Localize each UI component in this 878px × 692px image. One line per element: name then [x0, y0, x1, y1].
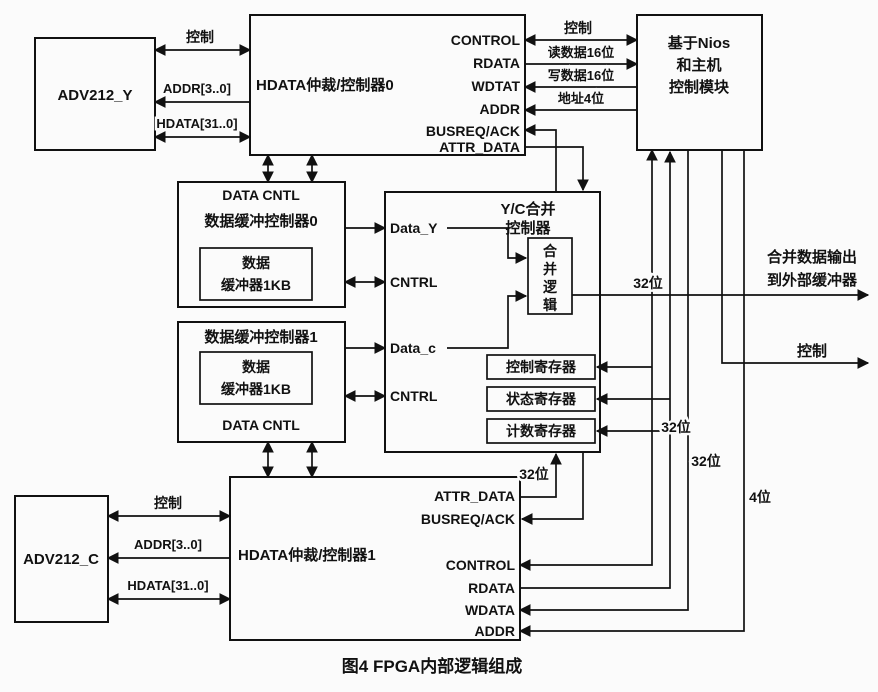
port1-rdata: RDATA — [468, 580, 515, 596]
port0-attrdata: ATTR_DATA — [439, 139, 520, 155]
label-control-output: 控制 — [797, 342, 827, 360]
buffer1-title: 数据缓冲控制器1 — [204, 328, 317, 346]
wire-busreq0 — [523, 124, 557, 192]
label-addr-c: ADDR[3..0] — [134, 537, 202, 552]
port1-wdata: WDATA — [465, 602, 515, 618]
controller1-title: HDATA仲裁/控制器1 — [238, 546, 376, 564]
label-read16: 读数据16位 — [548, 45, 614, 60]
merge-logic-char4: 辑 — [543, 297, 557, 313]
label-32bit-c: 32位 — [691, 453, 721, 469]
wire-attrdata0 — [525, 146, 589, 192]
wire-attrdata1 — [520, 452, 562, 498]
nios-title-line2: 和主机 — [676, 56, 721, 74]
buffer0-inner-line1: 数据 — [242, 255, 270, 271]
adv212-y-box — [34, 37, 156, 151]
port0-rdata: RDATA — [473, 55, 520, 71]
merge-logic-char1: 合 — [543, 243, 558, 259]
port1-addr: ADDR — [475, 623, 515, 639]
buffer1-inner-line1: 数据 — [242, 359, 270, 375]
merge-logic-char3: 逻 — [543, 279, 558, 295]
buffer1-data-cntl-label: DATA CNTL — [222, 417, 300, 433]
nios-title-line3: 控制模块 — [669, 78, 730, 96]
wire-data-y-internal — [447, 227, 528, 264]
label-control-y: 控制 — [186, 29, 214, 45]
port1-control: CONTROL — [446, 557, 516, 573]
figure-caption: 图4 FPGA内部逻辑组成 — [342, 656, 522, 676]
label-control-c: 控制 — [154, 495, 182, 511]
yc-port-cntrl-bottom: CNTRL — [390, 388, 438, 404]
label-control-nios: 控制 — [564, 20, 592, 36]
buffer0-title: 数据缓冲控制器0 — [204, 212, 317, 230]
label-write16: 写数据16位 — [548, 68, 614, 83]
data-buffer0-1kb-box — [199, 247, 313, 301]
port0-wdtat: WDTAT — [472, 78, 521, 94]
label-4bit: 4位 — [749, 489, 771, 505]
label-addr-y: ADDR[3..0] — [163, 81, 231, 96]
label-32bit-output: 32位 — [633, 275, 663, 291]
adv212-y-label: ADV212_Y — [57, 87, 132, 104]
wire-busreq1 — [520, 452, 584, 525]
yc-port-data-c: Data_c — [390, 340, 436, 356]
label-addr4: 地址4位 — [558, 91, 604, 106]
label-32bit-attr: 32位 — [519, 466, 549, 482]
label-32bit-b: 32位 — [661, 419, 691, 435]
wire-rdata-bus1 — [520, 150, 676, 589]
wire-control-output — [721, 150, 870, 369]
buffer1-inner-line2: 缓冲器1KB — [221, 381, 291, 397]
merge-logic-char2: 并 — [543, 261, 557, 277]
data-buffer-controller1-box — [177, 321, 346, 443]
label-merged-output-line2: 到外部缓冲器 — [767, 271, 858, 289]
nios-title-line1: 基于Nios — [667, 34, 731, 52]
label-hdata-c: HDATA[31..0] — [127, 578, 208, 593]
data-buffer1-1kb-box — [199, 351, 313, 405]
port0-control: CONTROL — [451, 32, 521, 48]
wire-control-bus1 — [518, 148, 658, 571]
label-merged-output-line1: 合并数据输出 — [766, 248, 857, 266]
yc-port-cntrl-top: CNTRL — [390, 274, 438, 290]
data-buffer-controller0-box — [177, 181, 346, 308]
port0-busreq: BUSREQ/ACK — [426, 123, 520, 139]
yc-title-line1: Y/C合并 — [500, 200, 555, 218]
wire-wdata-bus1 — [518, 150, 689, 616]
control-register-label: 控制寄存器 — [506, 359, 577, 375]
buffer0-data-cntl-label: DATA CNTL — [222, 187, 300, 203]
port1-busreq: BUSREQ/ACK — [421, 511, 515, 527]
buffer0-inner-line2: 缓冲器1KB — [221, 277, 291, 293]
count-register-label: 计数寄存器 — [506, 423, 577, 439]
yc-title-line2: 控制器 — [505, 219, 551, 237]
wire-addr-bus1 — [518, 150, 745, 637]
controller0-title: HDATA仲裁/控制器0 — [256, 76, 394, 94]
wire-data-c-internal — [447, 290, 528, 349]
yc-port-data-y: Data_Y — [390, 220, 438, 236]
port0-addr: ADDR — [480, 101, 520, 117]
adv212-c-label: ADV212_C — [23, 551, 99, 568]
nios-host-module-box — [636, 14, 763, 151]
label-hdata-y: HDATA[31..0] — [156, 116, 237, 131]
status-register-label: 状态寄存器 — [506, 391, 577, 407]
port1-attrdata: ATTR_DATA — [434, 488, 515, 504]
